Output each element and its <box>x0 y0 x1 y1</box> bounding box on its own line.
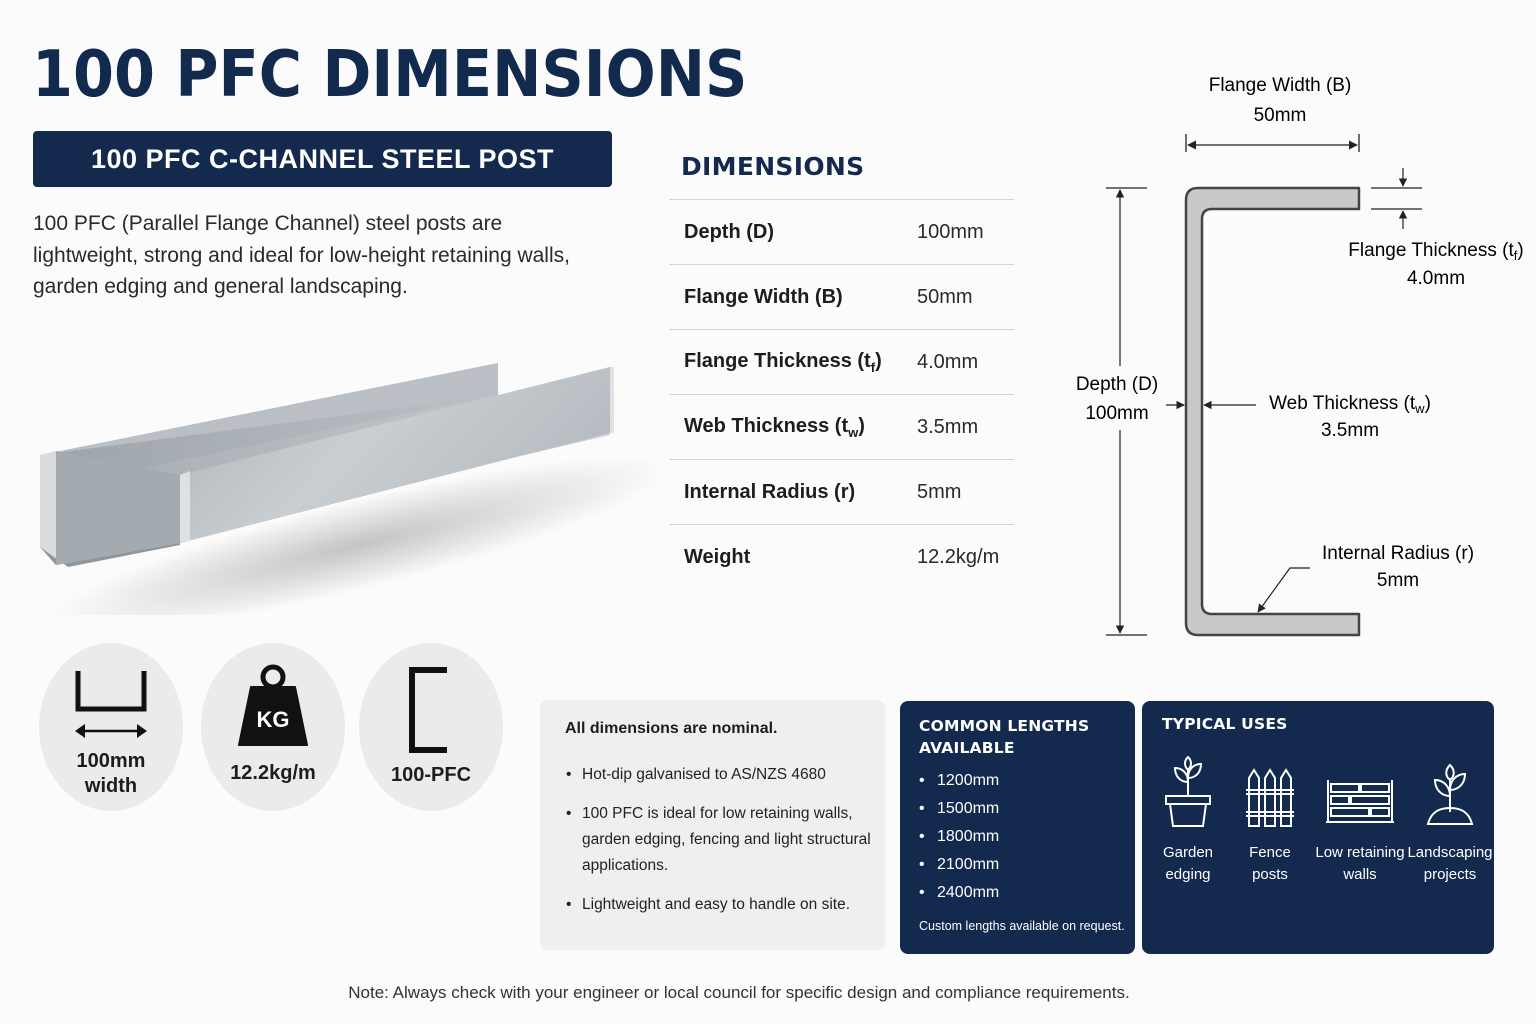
row-value: 12.2kg/m <box>917 546 1000 568</box>
subtitle-banner: 100 PFC C-CHANNEL STEEL POST <box>33 131 612 187</box>
web-thickness-value: 3.5mm <box>1321 420 1379 441</box>
c-channel-profile <box>1184 186 1361 637</box>
table-row: Web Thickness (tw) 3.5mm <box>669 395 1014 460</box>
width-badge: 100mm width <box>39 643 183 811</box>
list-item: 1500mm <box>919 795 999 823</box>
common-lengths-panel: COMMON LENGTHS AVAILABLE 1200mm 1500mm 1… <box>900 701 1135 954</box>
row-value: 4.0mm <box>917 350 979 373</box>
table-row: Weight 12.2kg/m <box>669 525 1014 590</box>
depth-value: 100mm <box>1085 403 1148 424</box>
table-row: Internal Radius (r) 5mm <box>669 460 1014 525</box>
list-item: 2100mm <box>919 851 999 879</box>
web-thickness-label: Web Thickness (tw) <box>1269 393 1431 416</box>
list-item: 2400mm <box>919 879 999 907</box>
uses-title: TYPICAL USES <box>1162 715 1288 733</box>
row-value: 5mm <box>917 480 962 503</box>
front-flange <box>180 367 610 543</box>
dimensions-heading: DIMENSIONS <box>681 152 865 181</box>
table-row: Flange Width (B) 50mm <box>669 265 1014 330</box>
nominal-title: All dimensions are nominal. <box>565 720 778 737</box>
flange-edge <box>40 451 56 565</box>
lengths-list: 1200mm 1500mm 1800mm 2100mm 2400mm <box>919 767 999 907</box>
profile-caption: 100-PFC <box>390 764 472 786</box>
internal-radius-value: 5mm <box>1377 570 1419 591</box>
list-item: 1200mm <box>919 767 999 795</box>
row-value: 50mm <box>917 285 973 308</box>
plant-pot-icon <box>1165 756 1211 827</box>
width-caption: 100mm width <box>76 750 146 797</box>
channel-width-icon <box>75 671 147 738</box>
table-row: Depth (D) 100mm <box>669 200 1014 265</box>
intro-paragraph: 100 PFC (Parallel Flange Channel) steel … <box>33 212 570 298</box>
steel-channel-illustration <box>40 363 658 615</box>
flange-thickness-value: 4.0mm <box>1407 268 1465 289</box>
row-value: 100mm <box>917 220 984 243</box>
flange-thickness-label: Flange Thickness (tf) <box>1348 240 1523 263</box>
list-item: 100 PFC is ideal for low retaining walls… <box>565 801 877 879</box>
seedling-icon <box>1426 763 1474 825</box>
flange-width-value: 50mm <box>1254 105 1307 126</box>
c-profile-icon <box>409 667 447 753</box>
row-label: Depth (D) <box>684 220 774 243</box>
list-item: 1800mm <box>919 823 999 851</box>
row-label: Internal Radius (r) <box>684 480 856 503</box>
retaining-wall-icon <box>1326 780 1394 823</box>
row-label: Weight <box>684 546 751 568</box>
row-label: Web Thickness (tw) <box>684 414 865 440</box>
fence-icon <box>1246 768 1294 827</box>
table-row: Flange Thickness (tf) 4.0mm <box>669 330 1014 395</box>
footer-note: Note: Always check with your engineer or… <box>348 983 1130 1002</box>
row-label: Flange Width (B) <box>684 285 843 308</box>
weight-badge: KG 12.2kg/m <box>201 643 345 811</box>
row-label: Flange Thickness (tf) <box>684 349 882 375</box>
svg-text:KG: KG <box>257 707 290 732</box>
nominal-list: Hot-dip galvanised to AS/NZS 4680 100 PF… <box>565 762 877 931</box>
list-item: Lightweight and easy to handle on site. <box>565 892 877 918</box>
lengths-title: COMMON LENGTHS AVAILABLE <box>919 717 1090 757</box>
lengths-note: Custom lengths available on request. <box>919 919 1125 933</box>
dimensions-table: Depth (D) 100mm Flange Width (B) 50mm Fl… <box>669 199 1014 590</box>
profile-badge: 100-PFC <box>359 643 503 811</box>
internal-radius-label: Internal Radius (r) <box>1322 543 1474 564</box>
weight-caption: 12.2kg/m <box>230 762 316 784</box>
subtitle-text: 100 PFC C-CHANNEL STEEL POST <box>90 143 555 174</box>
list-item: Hot-dip galvanised to AS/NZS 4680 <box>565 762 877 788</box>
depth-label: Depth (D) <box>1076 374 1158 395</box>
flange-width-label: Flange Width (B) <box>1209 75 1352 96</box>
cross-section-diagram: Flange Width (B) 50mm Flange Thickness (… <box>1076 75 1524 637</box>
weight-kg-icon: KG <box>238 664 308 746</box>
page-title: 100 PFC DIMENSIONS <box>32 38 748 112</box>
row-value: 3.5mm <box>917 415 979 438</box>
nominal-notes-panel: All dimensions are nominal. Hot-dip galv… <box>540 700 885 950</box>
